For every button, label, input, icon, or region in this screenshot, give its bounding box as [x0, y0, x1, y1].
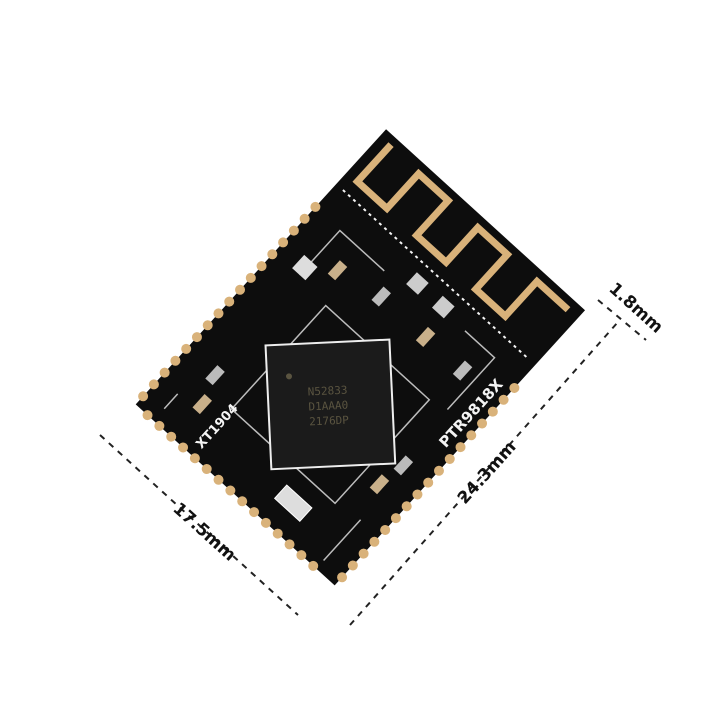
edge-pad: [138, 391, 149, 402]
edge-pad: [260, 517, 271, 528]
edge-pad: [444, 453, 455, 464]
edge-pad: [154, 420, 165, 431]
chip-marking-3: 2176DP: [309, 414, 350, 429]
width-label: 17.5mm: [169, 499, 240, 566]
edge-pad: [142, 410, 153, 421]
edge-pad: [235, 284, 246, 295]
edge-pad: [390, 513, 401, 524]
edge-pad: [201, 463, 212, 474]
edge-pad: [369, 536, 380, 547]
edge-pad: [181, 343, 192, 354]
length-dimension-line: [349, 321, 619, 626]
thickness-dimension-line: [597, 299, 647, 341]
edge-pad: [148, 379, 159, 390]
edge-pad: [466, 430, 477, 441]
edge-pad: [423, 477, 434, 488]
pcb-board: N52833 D1AAA0 2176DP XT1904 PTR9818X: [135, 129, 586, 586]
edge-pad: [358, 548, 369, 559]
edge-pad: [296, 550, 307, 561]
edge-pad: [299, 213, 310, 224]
edge-pad: [237, 496, 248, 507]
edge-pad: [477, 418, 488, 429]
edge-pad: [213, 474, 224, 485]
antenna-trace: [352, 142, 571, 322]
chip-marking-2: D1AAA0: [308, 399, 348, 414]
edge-pad: [284, 539, 295, 550]
edge-pad: [159, 367, 170, 378]
edge-pad: [380, 524, 391, 535]
width-dimension-line: [99, 434, 299, 616]
edge-pad: [202, 320, 213, 331]
edge-pad: [249, 507, 260, 518]
edge-pad: [498, 394, 509, 405]
edge-pad: [256, 261, 267, 272]
edge-pad: [412, 489, 423, 500]
edge-pad: [166, 431, 177, 442]
thickness-label: 1.8mm: [605, 279, 667, 338]
edge-pad: [347, 560, 358, 571]
edge-pad: [401, 501, 412, 512]
edge-pad: [178, 442, 189, 453]
edge-pad: [337, 572, 348, 583]
edge-pad: [308, 560, 319, 571]
edge-pad: [288, 225, 299, 236]
edge-pad: [278, 237, 289, 248]
edge-pad: [245, 272, 256, 283]
chip-marking-1: N52833: [307, 384, 347, 399]
edge-pad: [433, 465, 444, 476]
soc-chip: [264, 338, 397, 471]
edge-pad: [213, 308, 224, 319]
edge-pad: [189, 453, 200, 464]
edge-pad: [267, 249, 278, 260]
edge-pad: [224, 296, 235, 307]
edge-pad: [170, 355, 181, 366]
edge-pad: [191, 332, 202, 343]
edge-pad: [310, 201, 321, 212]
edge-pad: [225, 485, 236, 496]
smd-components: [192, 254, 473, 522]
edge-pad: [455, 442, 466, 453]
edge-pad: [509, 382, 520, 393]
edge-pad: [272, 528, 283, 539]
edge-pad: [487, 406, 498, 417]
